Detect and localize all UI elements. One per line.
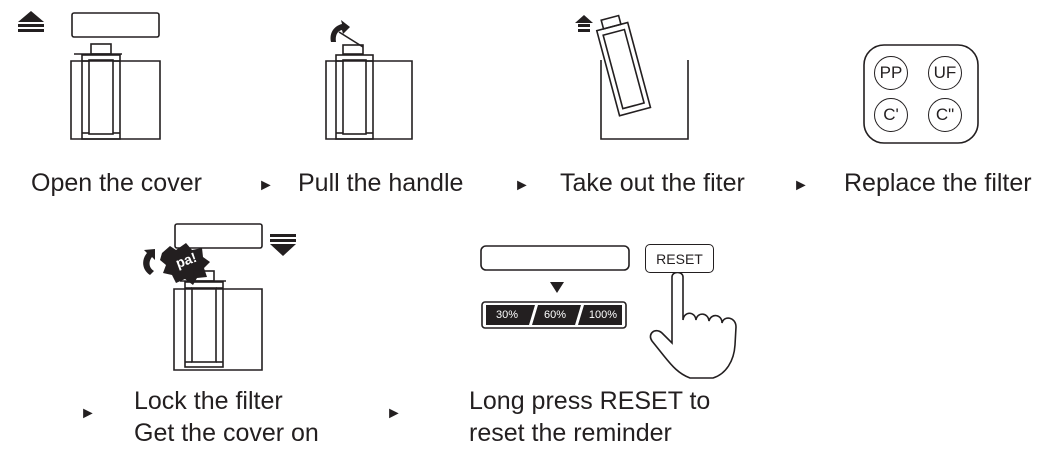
housing [70,60,161,140]
step-label-open-cover: Open the cover [31,169,202,197]
reset-illustration [480,245,737,379]
progress-segment-60: 60% [543,309,567,321]
rotate-arrow-icon [143,249,155,275]
filter-button-uf[interactable]: UF [928,56,962,90]
hand-icon [649,271,737,379]
lock-filter-illustration [143,223,296,371]
open-cover-illustration [18,11,161,140]
up-arrow-icon [575,15,593,32]
display-window [480,245,630,271]
filter-button-c2[interactable]: C" [928,98,962,132]
housing [325,60,413,140]
housing [173,288,263,371]
filter-buttons: PP UF C' C" [870,52,972,136]
filter-button-c1[interactable]: C' [874,98,908,132]
filter-panel-illustration [863,44,979,144]
step-label-take-out: Take out the fiter [560,169,745,197]
reset-button[interactable]: RESET [645,244,714,273]
step-label-pull-handle: Pull the handle [298,169,464,197]
step-arrow-4: ► [80,405,96,422]
filter-cartridge [184,281,224,368]
filter-cartridge [595,21,652,117]
housing [600,60,689,140]
rotate-arrow-icon [330,20,350,42]
up-arrow-icon [18,11,44,32]
filter-cartridge [81,54,121,140]
take-out-illustration [575,14,689,140]
down-arrow-icon [270,234,296,256]
step-arrow-1: ► [258,177,274,194]
down-triangle-icon [550,282,564,293]
cover [71,12,160,38]
filter-panel [863,44,979,144]
progress-segment-100: 100% [588,309,618,321]
pa-sticker [160,243,210,285]
filter-button-pp[interactable]: PP [874,56,908,90]
pull-handle-illustration [325,20,413,140]
filter-cartridge [335,54,374,140]
progress-segment-30: 30% [495,309,519,321]
step-label-reset-line2: reset the reminder [469,419,672,447]
step-label-lock-line1: Lock the filter [134,387,283,415]
step-label-lock-line2: Get the cover on [134,419,319,447]
step-arrow-3: ► [793,177,809,194]
step-label-reset-line1: Long press RESET to [469,387,711,415]
step-label-replace: Replace the filter [844,169,1032,197]
step-arrow-5: ► [386,405,402,422]
cover [174,223,263,249]
step-arrow-2: ► [514,177,530,194]
